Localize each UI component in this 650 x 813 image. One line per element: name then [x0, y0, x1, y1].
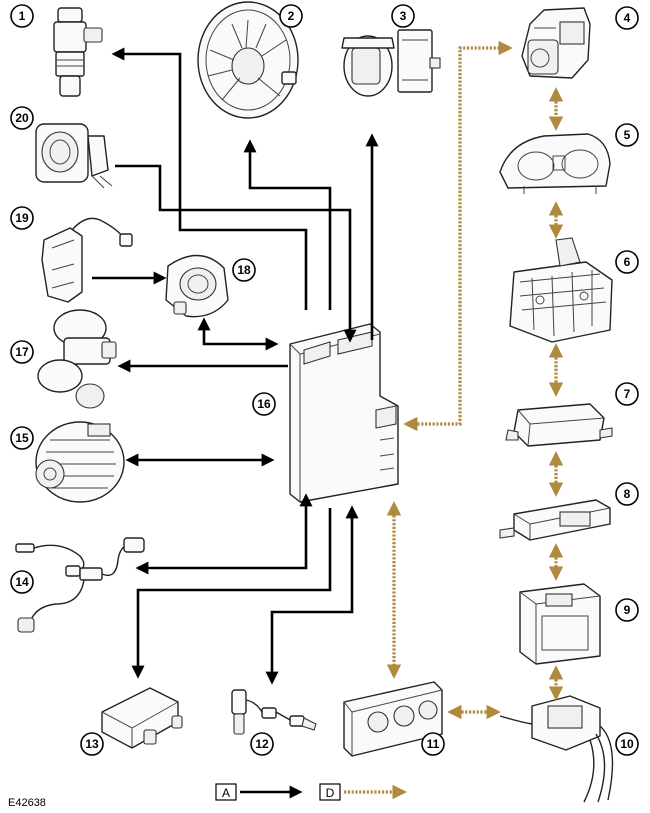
callout-2: 2	[279, 4, 303, 28]
link-ecm-1	[111, 47, 308, 310]
callout-7: 7	[615, 382, 639, 406]
callout-15: 15	[10, 426, 34, 450]
callout-5: 5	[615, 123, 639, 147]
svg-text:6: 6	[624, 255, 631, 269]
svg-text:18: 18	[237, 263, 251, 277]
callout-4: 4	[615, 6, 639, 30]
throttle-body-icon	[35, 123, 113, 189]
switch-pack-icon	[499, 695, 614, 803]
bus-ecm-4	[403, 40, 513, 432]
callout-6: 6	[615, 250, 639, 274]
link-20-ecm	[115, 164, 357, 343]
callout-12: 12	[250, 732, 274, 756]
svg-text:5: 5	[624, 128, 631, 142]
sensor-ring-icon	[165, 254, 229, 318]
callout-19: 19	[10, 206, 34, 230]
svg-text:4: 4	[624, 11, 631, 25]
callout-18: 18	[232, 258, 256, 282]
restraints-module-icon	[505, 403, 613, 447]
svg-text:7: 7	[624, 387, 631, 401]
svg-text:12: 12	[255, 737, 269, 751]
svg-text:17: 17	[15, 345, 29, 359]
callout-8: 8	[615, 482, 639, 506]
svg-text:16: 16	[257, 397, 271, 411]
svg-text:1: 1	[19, 9, 26, 23]
svg-text:9: 9	[624, 603, 631, 617]
abs-module-icon	[521, 7, 591, 79]
figure-id: E42638	[8, 797, 46, 809]
alternator-icon	[35, 421, 125, 503]
ignition-coil-icon	[101, 687, 183, 749]
svg-text:3: 3	[400, 9, 407, 23]
svg-text:15: 15	[15, 431, 29, 445]
climate-control-panel-icon	[343, 681, 443, 757]
callout-10: 10	[615, 732, 639, 756]
cooling-fan-icon	[197, 1, 299, 119]
network-bus-connections	[386, 40, 564, 720]
electronic-actuator-icon	[341, 29, 441, 97]
instrument-cluster-icon	[499, 133, 611, 194]
callout-17: 17	[10, 340, 34, 364]
callout-9: 9	[615, 598, 639, 622]
link-14-ecm	[135, 493, 313, 575]
link-ecm-13	[131, 508, 332, 679]
svg-text:20: 20	[15, 111, 29, 125]
svg-text:A: A	[222, 786, 230, 800]
svg-text:14: 14	[15, 575, 29, 589]
egr-valve-icon	[37, 309, 117, 409]
engine-control-module-icon	[289, 323, 399, 503]
svg-text:10: 10	[620, 737, 634, 751]
link-ecm-2	[243, 139, 332, 310]
callout-11: 11	[421, 732, 445, 756]
fuel-injector-icon	[53, 7, 103, 97]
control-module-icon	[519, 583, 601, 665]
svg-text:D: D	[326, 786, 335, 800]
legend-a: A	[215, 783, 237, 801]
svg-text:2: 2	[288, 9, 295, 23]
link-ecm-18	[197, 317, 279, 351]
legend-d: D	[319, 783, 341, 801]
callout-13: 13	[80, 732, 104, 756]
callout-3: 3	[391, 4, 415, 28]
control-module-icon	[499, 499, 611, 541]
hardwired-connections	[92, 47, 379, 685]
callout-1: 1	[10, 4, 34, 28]
svg-text:13: 13	[85, 737, 99, 751]
svg-text:8: 8	[624, 487, 631, 501]
callout-14: 14	[10, 570, 34, 594]
svg-text:11: 11	[427, 737, 440, 751]
oxygen-sensor-icon	[231, 689, 317, 735]
svg-text:19: 19	[15, 211, 29, 225]
callout-20: 20	[10, 106, 34, 130]
callout-16: 16	[252, 392, 276, 416]
oxygen-sensor-icon	[15, 537, 145, 633]
link-12-ecm	[265, 505, 359, 685]
sensor-bracket-icon	[41, 217, 133, 303]
transmission-valve-body-icon	[509, 237, 613, 343]
